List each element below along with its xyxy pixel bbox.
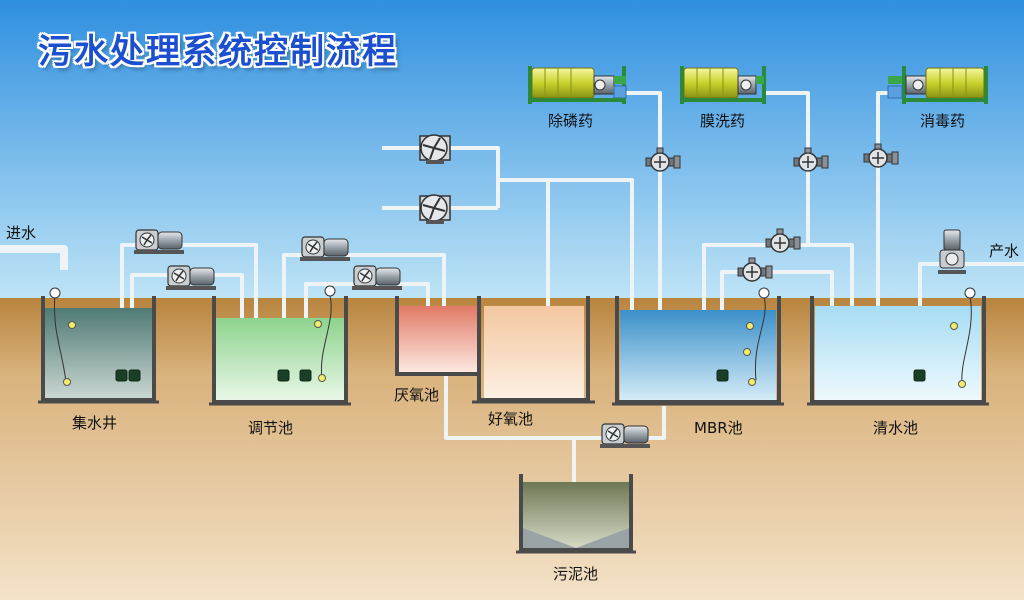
sludge-tank-wall <box>519 474 633 552</box>
equalization-tank-label: 调节池 <box>248 419 294 437</box>
clear-water-tank-wall <box>810 296 986 404</box>
metering-pump[interactable] <box>793 147 829 172</box>
horizontal-pump[interactable] <box>300 236 350 261</box>
dosing-unit-membrane-cleaning[interactable] <box>680 66 766 104</box>
sludge-sediment <box>523 528 629 548</box>
clear-water-tank-label: 清水池 <box>873 419 919 437</box>
metering-pump[interactable] <box>765 228 801 253</box>
metering-pump[interactable] <box>737 257 773 282</box>
impeller-icon <box>307 241 319 253</box>
outlet-label: 产水 <box>989 242 1020 260</box>
pumps[interactable] <box>134 229 650 448</box>
anoxic-tank-label: 厌氧池 <box>394 386 440 404</box>
level-sensors <box>49 285 976 388</box>
impeller-icon <box>173 270 185 282</box>
blower-2[interactable] <box>419 194 451 224</box>
aerobic-tank-water <box>484 306 584 398</box>
outlet-vertical-pump[interactable] <box>938 229 966 274</box>
membrane-cleaning-agent-label: 膜洗药 <box>700 112 746 130</box>
collection-well-water <box>45 308 152 398</box>
sludge-tank-label: 污泥池 <box>553 565 599 583</box>
equalization-tank-wall <box>212 296 348 404</box>
impeller-icon <box>359 270 371 282</box>
metering-pump[interactable] <box>863 143 899 168</box>
mbr-tank-wall <box>615 296 781 404</box>
impeller-icon <box>607 428 619 440</box>
page-title: 污水处理系统控制流程 <box>38 32 398 72</box>
metering-pump[interactable] <box>645 147 681 172</box>
collection-well-wall <box>41 296 156 402</box>
horizontal-pump[interactable] <box>600 423 650 448</box>
horizontal-pump[interactable] <box>134 229 184 254</box>
equalization-tank-water <box>216 318 344 400</box>
disinfectant-label: 消毒药 <box>920 112 966 130</box>
dosing-unit-disinfectant[interactable] <box>887 66 988 104</box>
blower-1[interactable] <box>419 134 451 164</box>
impeller-icon <box>141 234 153 246</box>
inlet-label: 进水 <box>6 224 37 242</box>
aerobic-tank-wall <box>477 296 590 402</box>
dosing-unit-dephosphorization[interactable] <box>528 66 627 104</box>
mbr-tank-label: MBR池 <box>694 419 743 437</box>
aerobic-tank-label: 好氧池 <box>488 410 534 428</box>
dephosphorization-agent-label: 除磷药 <box>548 112 594 130</box>
anoxic-tank-water <box>399 306 477 372</box>
collection-well-label: 集水井 <box>72 414 118 432</box>
clear-water-tank-water <box>815 306 981 400</box>
horizontal-pump[interactable] <box>352 265 402 290</box>
submersible-pumps <box>115 369 926 382</box>
metering-pumps[interactable] <box>645 143 899 282</box>
horizontal-pump[interactable] <box>166 265 216 290</box>
